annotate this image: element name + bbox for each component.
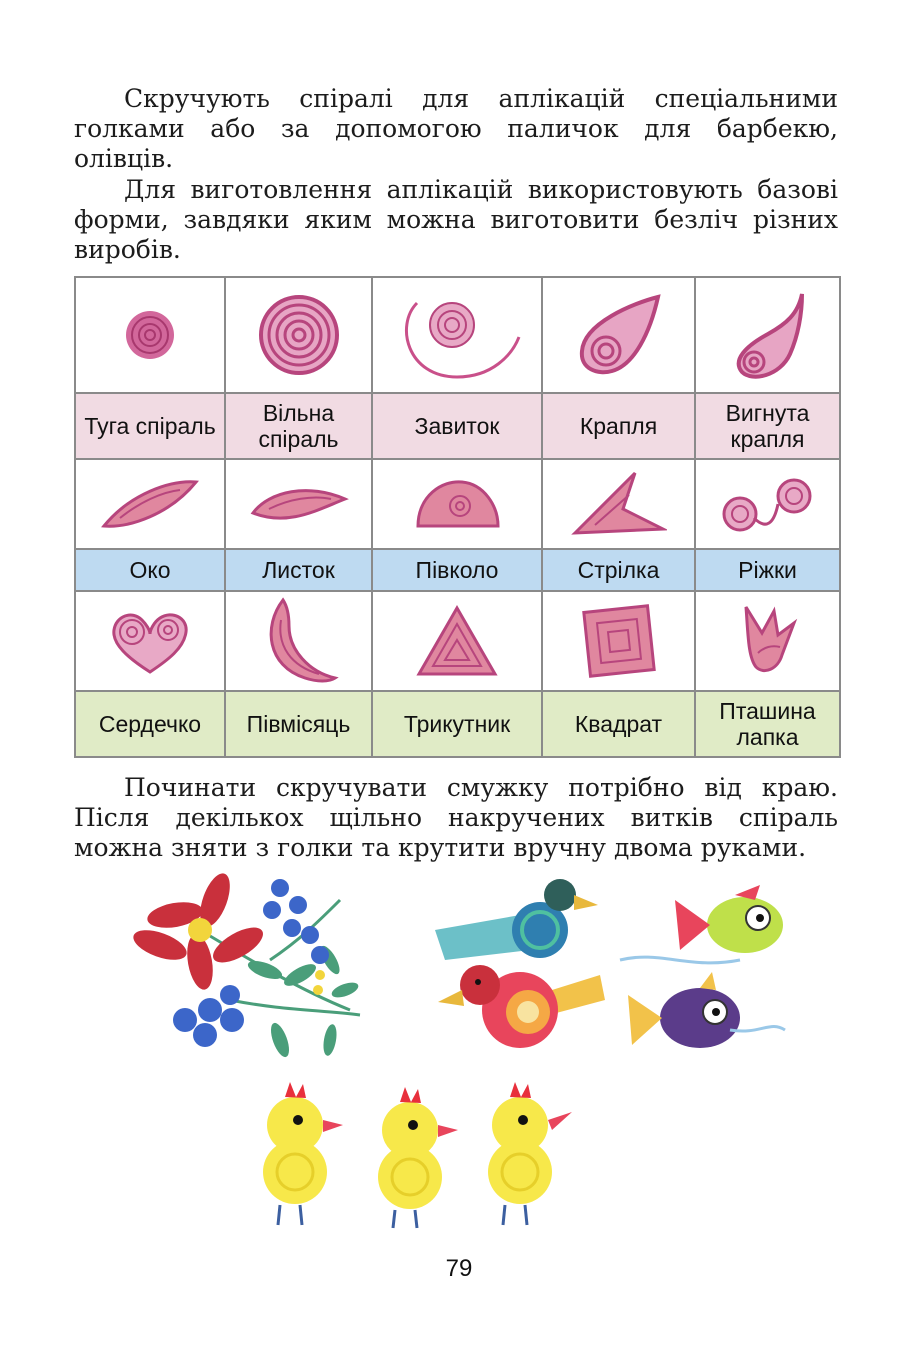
loose-spiral-image	[224, 276, 373, 394]
heart-icon	[112, 613, 188, 674]
label-drop: Крапля	[541, 392, 696, 460]
square-image	[541, 590, 696, 692]
tight-spiral-icon	[126, 311, 174, 359]
fish-image	[619, 885, 786, 1048]
label-eye: Око	[74, 548, 226, 592]
square-icon	[581, 604, 656, 678]
semicircle-image	[371, 458, 543, 550]
label-curl: Завиток	[371, 392, 543, 460]
bird-foot-image	[694, 590, 841, 692]
eye-icon	[101, 480, 199, 528]
loose-spiral-icon	[258, 295, 339, 375]
drop-image	[541, 276, 696, 394]
bent-drop-image	[694, 276, 841, 394]
horns-icon	[722, 478, 811, 532]
paragraph-base-forms: Для виготовлення аплікацій використовуют…	[74, 175, 838, 264]
shapes-label-row-2: Око Листок Півколо Стрілка Ріжки	[74, 548, 841, 592]
birds-image	[435, 879, 605, 1048]
drop-icon	[579, 294, 661, 375]
label-horns: Ріжки	[694, 548, 841, 592]
eye-image	[74, 458, 226, 550]
triangle-icon	[416, 604, 498, 676]
label-square: Квадрат	[541, 690, 696, 758]
chick-3	[488, 1082, 572, 1226]
label-semicircle: Півколо	[371, 548, 543, 592]
shapes-image-row-3	[74, 590, 841, 692]
tight-spiral-image	[74, 276, 226, 394]
label-bent-drop: Вигнута крапля	[694, 392, 841, 460]
quilling-shapes-table: Туга спіраль Вільна спіраль Завиток Крап…	[74, 276, 841, 758]
shapes-label-row-3: Сердечко Півмісяць Трикутник Квадрат Пта…	[74, 690, 841, 758]
shapes-image-row-1	[74, 276, 841, 394]
bird-foot-icon	[744, 606, 797, 672]
crescent-image	[224, 590, 373, 692]
chick-1	[263, 1082, 343, 1226]
leaf-image	[224, 458, 373, 550]
leaf-icon	[250, 489, 349, 520]
curl-icon	[404, 301, 521, 379]
horns-image	[694, 458, 841, 550]
paragraph-twisting: Починати скручувати смужку потрібно від …	[74, 773, 838, 862]
arrow-icon	[570, 471, 667, 535]
chicks-image	[263, 1082, 572, 1229]
label-heart: Сердечко	[74, 690, 226, 758]
label-bird-foot: Пташина лапка	[694, 690, 841, 758]
label-arrow: Стрілка	[541, 548, 696, 592]
curl-image	[371, 276, 543, 394]
label-loose-spiral: Вільна спіраль	[224, 392, 373, 460]
bent-drop-icon	[736, 293, 804, 379]
label-tight-spiral: Туга спіраль	[74, 392, 226, 460]
heart-image	[74, 590, 226, 692]
label-crescent: Півмісяць	[224, 690, 373, 758]
flower-bouquet-image	[133, 873, 361, 1058]
shapes-image-row-2	[74, 458, 841, 550]
triangle-image	[371, 590, 543, 692]
semicircle-icon	[416, 480, 500, 528]
chick-2	[378, 1087, 458, 1229]
label-triangle: Трикутник	[371, 690, 543, 758]
label-leaf: Листок	[224, 548, 373, 592]
shapes-label-row-1: Туга спіраль Вільна спіраль Завиток Крап…	[74, 392, 841, 460]
arrow-image	[541, 458, 696, 550]
page-number: 79	[445, 1255, 473, 1282]
paragraph-spirals: Скручують спіралі для аплікацій спеціаль…	[74, 84, 838, 173]
crescent-icon	[269, 597, 339, 683]
